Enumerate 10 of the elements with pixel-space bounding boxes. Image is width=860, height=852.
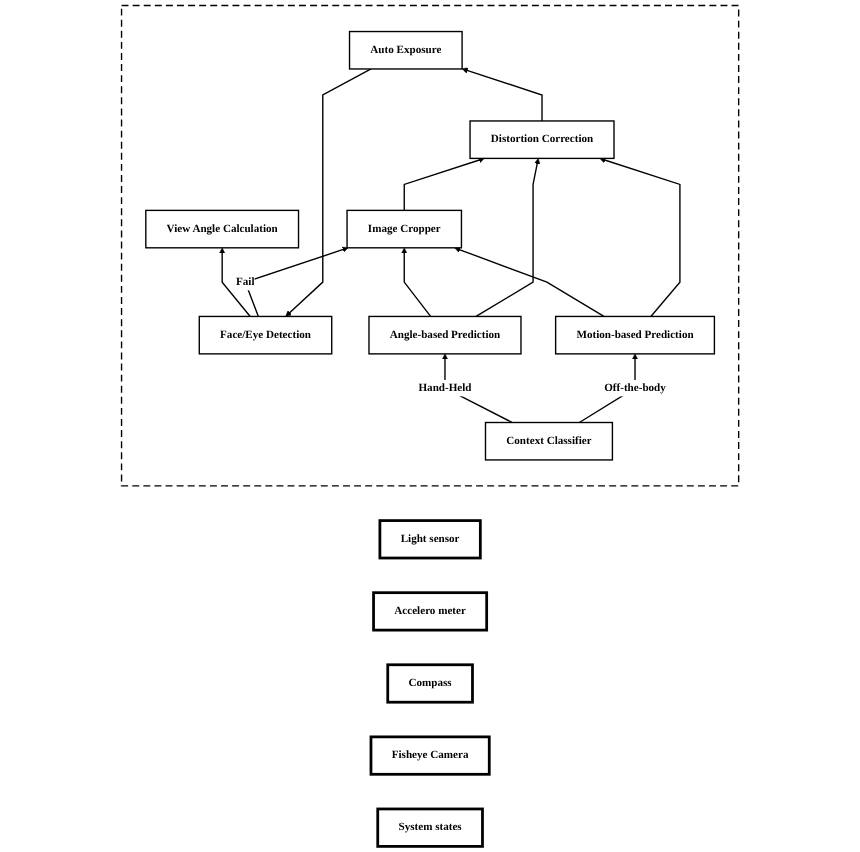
cluster bbox=[120, 4, 740, 487]
arrow bbox=[285, 68, 372, 317]
arrow bbox=[219, 247, 251, 318]
arrow bbox=[599, 157, 681, 318]
arrow bbox=[475, 158, 541, 318]
arrow bbox=[461, 67, 543, 122]
arrow bbox=[454, 246, 605, 318]
arrow bbox=[401, 247, 432, 318]
arrow bbox=[244, 246, 349, 318]
arrow bbox=[403, 157, 485, 212]
